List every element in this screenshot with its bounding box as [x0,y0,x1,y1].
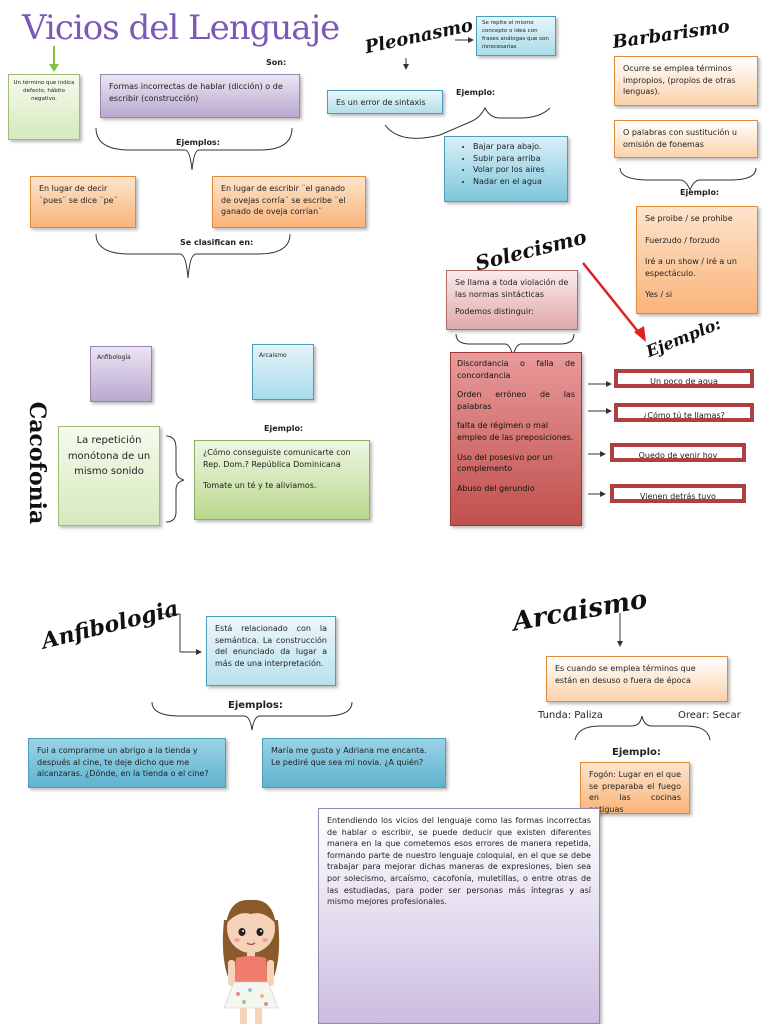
example-text-1: En lugar de decir ¨pues¨ se dice ¨pe¨ [39,184,118,205]
anfibologia-definition-text: Está relacionado con la semántica. La co… [215,624,327,668]
list-item: Volar por los aires [473,164,561,176]
anfibologia-ejemplos-label: Ejemplos: [228,700,283,711]
pleonasmo-error-box: Es un error de sintaxis [327,90,443,114]
list-item: Iré a un show / iré a un espectáculo. [645,257,737,278]
cacofonia-title: Cacofonia [24,401,50,525]
barbarismo-ejemplo-label: Ejemplo: [680,188,720,197]
solecismo-example-4: Vienen detrás tuyo [610,484,746,503]
cacofonia-examples-box: ¿Cómo conseguiste comunicarte con Rep. D… [194,440,370,520]
barbarismo-definition2-box: O palabras con sustitución u omisión de … [614,120,758,158]
list-item: falta de régimen o mal empleo de las pre… [457,421,574,442]
arcaismo-ejemplo-label: Ejemplo: [612,747,661,758]
list-item: Yes / si [645,290,673,300]
barbarismo-definition2-text: O palabras con sustitución u omisión de … [623,128,738,149]
ejemplos-label: Ejemplos: [176,138,220,147]
list-item: Subir para arriba [473,153,561,165]
arcaismo-definition-box: Es cuando se emplea términos que están e… [546,656,728,702]
list-item: Nadar en el agua [473,176,561,188]
example-box-2: En lugar de escribir ¨el ganado de oveja… [212,176,366,228]
note-box: Un término que indica defecto, hábito ne… [8,74,80,140]
solecismo-example-3: Quedo de venir hoy [610,443,746,462]
list-item: Uso del posesivo por un complemento [457,452,553,474]
class-label-anfibologia: Anfibología [97,354,131,361]
pleonasmo-examples-list: Bajar para abajo. Subir para arriba Vola… [461,141,561,187]
list-item: Abuso del gerundio [457,483,535,493]
anfibologia-example-text-1: Fui a comprarme un abrigo a la tienda y … [37,746,209,779]
solecismo-example-1: Un poco de agua [614,369,754,388]
example-text-2: En lugar de escribir ¨el ganado de oveja… [221,184,346,217]
arcaismo-pair-1: Tunda: Paliza [538,710,603,721]
list-item: Orden erróneo de las palabras [457,390,575,411]
example-box-1: En lugar de decir ¨pues¨ se dice ¨pe¨ [30,176,136,228]
note-text: Un término que indica defecto, hábito ne… [13,80,75,102]
arcaismo-definition-text: Es cuando se emplea términos que están e… [555,664,696,685]
pleonasmo-examples-box: Bajar para abajo. Subir para arriba Vola… [444,136,568,202]
girl-illustration [222,899,280,1024]
pleonasmo-definition-text: Se repite el mismo concepto o idea con f… [482,20,549,50]
anfibologia-example-box-2: María me gusta y Adriana me encanta. Le … [262,738,446,788]
son-label: Son: [266,58,287,67]
class-box-arcaismo: Arcaismo [252,344,314,400]
list-item: Bajar para abajo. [473,141,561,153]
class-label-arcaismo: Arcaismo [259,352,287,359]
list-item: Fuerzudo / forzudo [645,235,720,245]
page-title: Vicios del Lenguaje [22,8,340,48]
definition-box: Formas incorrectas de hablar (dicción) o… [100,74,300,118]
arcaismo-pair-2: Orear: Secar [678,710,741,721]
barbarismo-definition-text: Ocurre se emplea términos impropios, (pr… [623,64,736,97]
conclusion-text: Entendiendo los vicios del lenguaje como… [327,816,591,907]
arcaismo-example-box: Fogón: Lugar en el que se preparaba el f… [580,762,690,814]
anfibologia-example-text-2: María me gusta y Adriana me encanta. Le … [271,746,427,767]
solecismo-definition-text: Se llama a toda violación de las normas … [455,278,569,299]
cacofonia-example-2: Tomate un té y te aliviamos. [203,481,317,491]
list-item: Discordancia o falla de concordancia [457,359,575,380]
conclusion-box: Entendiendo los vicios del lenguaje como… [318,808,600,1024]
cacofonia-definition-text: La repetición monótona de un mismo sonid… [67,435,151,477]
clasifican-label: Se clasifican en: [180,238,254,247]
solecismo-definition-box: Se llama a toda violación de las normas … [446,270,578,330]
pleonasmo-definition-box: Se repite el mismo concepto o idea con f… [476,16,556,56]
pleonasmo-error-text: Es un error de sintaxis [336,98,426,107]
anfibologia-definition-box: Está relacionado con la semántica. La co… [206,616,336,686]
solecismo-items-box: Discordancia o falla de concordancia Ord… [450,352,582,526]
cacofonia-example-1: ¿Cómo conseguiste comunicarte con Rep. D… [203,448,351,469]
cacofonia-definition-box: La repetición monótona de un mismo sonid… [58,426,160,526]
arcaismo-example-text: Fogón: Lugar en el que se preparaba el f… [589,770,681,814]
anfibologia-example-box-1: Fui a comprarme un abrigo a la tienda y … [28,738,226,788]
cacofonia-ejemplo-label: Ejemplo: [264,424,304,433]
barbarismo-examples-box: Se proibe / se prohibe Fuerzudo / forzud… [636,206,758,314]
barbarismo-definition-box: Ocurre se emplea términos impropios, (pr… [614,56,758,106]
solecismo-distinguish-text: Podemos distinguir: [455,307,534,317]
class-box-anfibologia: Anfibología [90,346,152,402]
definition-text: Formas incorrectas de hablar (dicción) o… [109,82,283,103]
list-item: Se proibe / se prohibe [645,214,733,223]
solecismo-example-2: ¿Cómo tú te llamas? [614,403,754,422]
pleonasmo-ejemplo-label: Ejemplo: [456,88,496,97]
